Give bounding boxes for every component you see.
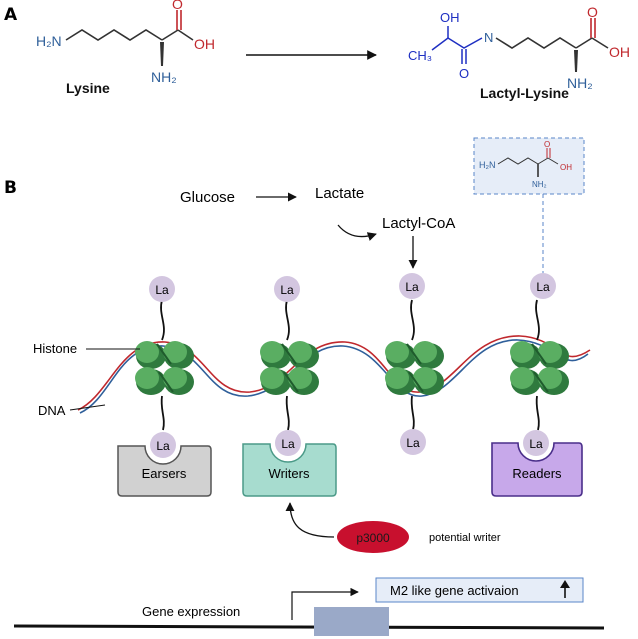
erasers-protein: La Earsers <box>117 432 212 497</box>
nucleosome-2 <box>259 340 320 396</box>
lysine-nh2: NH₂ <box>151 69 177 85</box>
readers-label: Readers <box>512 466 562 481</box>
writers-protein: La Writers <box>242 430 337 497</box>
la-top-4-label: La <box>536 280 550 294</box>
erasers-label: Earsers <box>142 466 187 481</box>
lysine-h2n: H₂N <box>36 33 62 49</box>
readers-la: La <box>529 437 543 451</box>
glucose-label: Glucose <box>180 189 235 206</box>
la-top-2-label: La <box>280 283 294 297</box>
lactyl-lysine-name: Lactyl-Lysine <box>480 85 569 101</box>
lactyl-o: O <box>587 4 598 20</box>
la-top-2 <box>274 276 300 302</box>
inset-oh: OH <box>560 163 572 172</box>
inset-h2n: H₂N <box>479 160 496 170</box>
dna-strand <box>77 335 591 414</box>
up-arrow-icon <box>560 580 570 598</box>
tss-arrow <box>291 587 359 620</box>
erasers-la: La <box>156 439 170 453</box>
lysine-o: O <box>172 0 183 12</box>
gene-box <box>314 607 389 636</box>
writers-la: La <box>281 437 295 451</box>
m2-activation-label: M2 like gene activaion <box>390 583 519 598</box>
nucleosome-4 <box>509 340 570 396</box>
p3000-label: p3000 <box>356 531 390 545</box>
lactyl-ch3: CH₃ <box>408 48 432 63</box>
inset-nh2: NH₂ <box>532 180 547 189</box>
lactyl-n: N <box>484 30 493 45</box>
lactate-label: Lactate <box>315 185 364 202</box>
lactyl-nh2: NH₂ <box>567 75 593 91</box>
m2-activation-box <box>375 577 584 603</box>
la-bottom-3-label: La <box>406 436 420 450</box>
lactyl-oh: OH <box>609 44 630 60</box>
dna-label: DNA <box>38 403 66 418</box>
nucleosome-1 <box>134 340 195 396</box>
la-top-4 <box>530 273 556 299</box>
lysine-name: Lysine <box>66 80 110 96</box>
lactyl-oh-top: OH <box>440 10 460 25</box>
lysine-oh: OH <box>194 36 215 52</box>
lactyl-o-low: O <box>459 66 469 81</box>
readers-protein: La Readers <box>491 430 583 497</box>
la-top-3-label: La <box>405 280 419 294</box>
gene-baseline <box>13 624 605 630</box>
lactyl-coa-label: Lactyl-CoA <box>382 215 455 232</box>
writers-label: Writers <box>269 466 310 481</box>
histone-label: Histone <box>33 341 77 356</box>
lysine-structure: H₂N O OH NH₂ Lysine <box>36 0 215 96</box>
lactate-arrow <box>337 224 377 241</box>
la-top-1-label: La <box>155 283 169 297</box>
la-top-1 <box>149 276 175 302</box>
la-top-group: La La La La <box>149 273 556 302</box>
gene-expression-label: Gene expression <box>142 604 240 619</box>
la-bottom-3 <box>400 429 426 455</box>
la-top-3 <box>399 273 425 299</box>
inset-o: O <box>544 140 550 149</box>
histone-tails <box>160 299 540 431</box>
dna-pointer <box>69 404 106 411</box>
panel-b-label: B <box>4 178 17 198</box>
panel-a-label: A <box>4 5 18 25</box>
p3000-oval <box>337 521 409 553</box>
potential-writer-label: potential writer <box>429 532 501 544</box>
p3000-arrow <box>285 502 335 538</box>
nucleosome-3 <box>384 340 445 396</box>
inset-lysine-box: H₂N O OH NH₂ <box>473 137 585 195</box>
lactyl-lysine-structure: OH CH₃ O N O OH NH₂ Lactyl-Lysine <box>408 4 630 101</box>
